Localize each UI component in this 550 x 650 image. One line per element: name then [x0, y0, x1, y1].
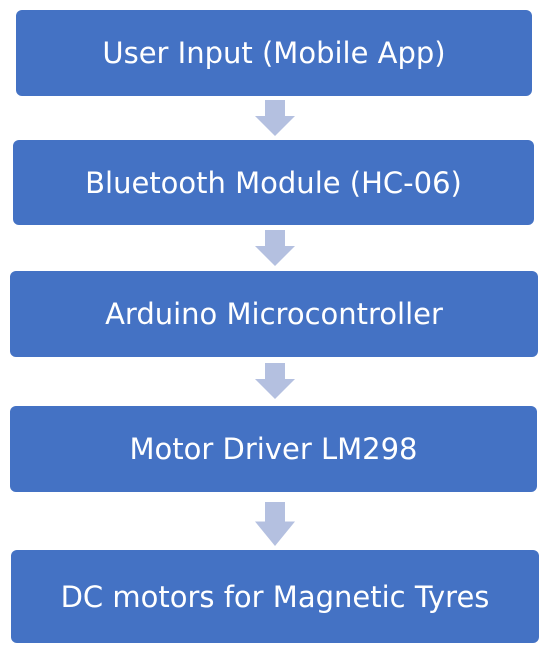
step-arduino-microcontroller: Arduino Microcontroller — [10, 271, 538, 357]
down-arrow-icon — [255, 100, 295, 136]
down-arrow-icon — [255, 502, 295, 546]
down-arrow-icon — [255, 363, 295, 399]
step-bluetooth-module: Bluetooth Module (HC-06) — [13, 140, 534, 225]
down-arrow-icon — [255, 230, 295, 266]
step-dc-motors: DC motors for Magnetic Tyres — [11, 550, 539, 643]
step-label: Arduino Microcontroller — [105, 297, 443, 331]
step-motor-driver: Motor Driver LM298 — [10, 406, 537, 492]
step-label: Bluetooth Module (HC-06) — [85, 165, 462, 200]
step-label: User Input (Mobile App) — [102, 36, 446, 70]
step-label: Motor Driver LM298 — [129, 432, 418, 466]
step-label: DC motors for Magnetic Tyres — [60, 579, 490, 614]
step-user-input: User Input (Mobile App) — [16, 10, 532, 96]
